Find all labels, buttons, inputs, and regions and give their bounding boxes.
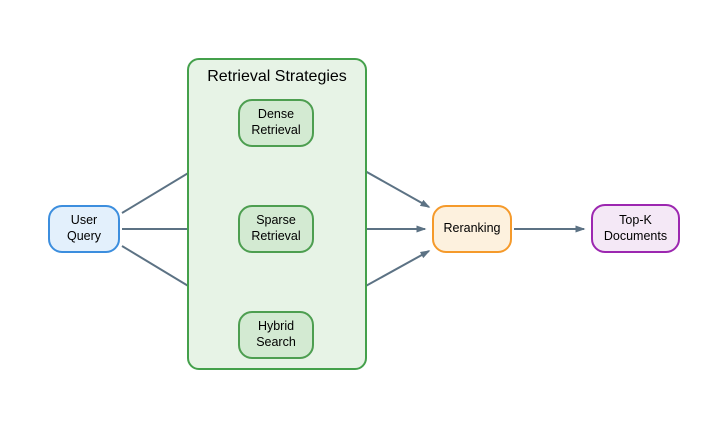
node-dense-retrieval: Dense Retrieval: [238, 99, 314, 147]
node-label: Hybrid Search: [256, 319, 296, 349]
node-label: User Query: [66, 213, 102, 243]
node-user-query: User Query: [48, 205, 120, 253]
node-label: Top-K Documents: [603, 212, 668, 243]
node-hybrid-search: Hybrid Search: [238, 311, 314, 359]
node-sparse-retrieval: Sparse Retrieval: [238, 205, 314, 253]
node-label: Dense Retrieval: [251, 107, 301, 137]
node-top-k-documents: Top-K Documents: [591, 204, 680, 253]
group-title: Retrieval Strategies: [207, 68, 347, 85]
node-label: Sparse Retrieval: [251, 213, 301, 243]
node-label: Reranking: [443, 221, 501, 236]
node-reranking: Reranking: [432, 205, 512, 253]
